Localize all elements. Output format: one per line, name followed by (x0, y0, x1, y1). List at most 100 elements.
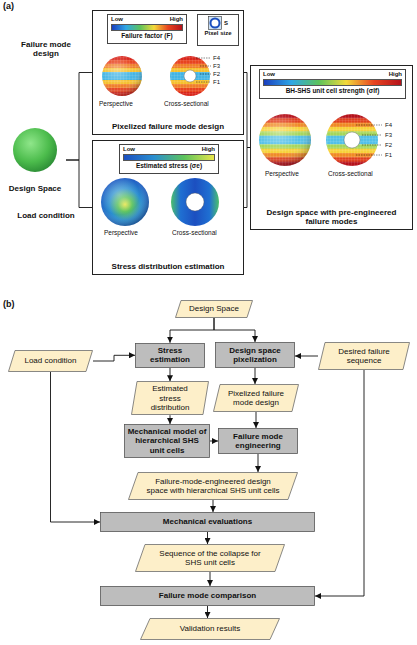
engineered-section (326, 114, 378, 166)
node-text: Estimated stress (σe) (123, 162, 215, 169)
colorbar (263, 79, 402, 86)
text-wrap: Stress distribution estimation (96, 262, 240, 271)
text-wrap: Pixelized failure mode design (213, 389, 299, 407)
connector (170, 318, 214, 343)
legend-row: Low High (263, 71, 402, 78)
parallelogram-fill (136, 545, 285, 572)
panel-box: Stress distribution estimationLowHighEst… (92, 140, 244, 275)
pixel-grid (326, 114, 378, 166)
connector (258, 454, 259, 472)
data-parallelogram: Design Space (175, 300, 253, 318)
pixelized-sphere (102, 56, 142, 96)
connector (255, 368, 256, 384)
process-box: Design space pixelization (215, 342, 295, 368)
edge-label: Load condition (16, 211, 76, 220)
node-text: High (170, 16, 183, 23)
section-core (186, 193, 204, 211)
connector (315, 370, 364, 596)
panel-letter: (a) (3, 2, 14, 12)
connector (66, 160, 92, 208)
figure-label: Cross-sectional (328, 170, 373, 177)
box-fill (101, 513, 315, 532)
panel-letter: (b) (3, 300, 15, 310)
text-wrap: Pixelized failure mode design (96, 122, 240, 131)
figure-label: F3 (213, 63, 220, 70)
node-text: High (202, 146, 215, 153)
data-parallelogram: Validation results (140, 618, 280, 640)
process-box: Mechanical model of hierarchical SHS uni… (124, 424, 210, 458)
connector (210, 572, 211, 586)
connector (207, 606, 208, 618)
data-parallelogram: Sequence of the collapse for SHS unit ce… (135, 544, 285, 572)
node-text: Design Space (4, 184, 66, 193)
node-text: Failure mode comparison (103, 591, 312, 600)
data-parallelogram: Estimated stress distribution (131, 381, 209, 415)
data-parallelogram: Pixelized failure mode design (213, 384, 299, 412)
connector (170, 415, 171, 424)
parallelogram-fill (214, 385, 299, 412)
pixelized-section (170, 56, 210, 96)
connector (93, 355, 135, 361)
pixel-grid (170, 56, 210, 96)
pixel-square (208, 17, 221, 30)
node-text: Validation results (155, 624, 265, 633)
connector (210, 441, 218, 442)
connector (170, 368, 171, 381)
colorbar-legend: LowHighEstimated stress (σe) (119, 144, 219, 174)
section-core (344, 132, 360, 148)
sphere-shade (101, 178, 149, 226)
figure-label: F2 (385, 142, 392, 149)
node-text: Pixelized failure mode design (96, 122, 240, 131)
node-text: Stress distribution estimation (96, 262, 240, 271)
node-text: Failure mode engineering (221, 432, 295, 450)
box-fill (219, 429, 298, 454)
node-text: Sequence of the collapse for SHS unit ce… (151, 549, 269, 567)
connector (66, 73, 92, 161)
sphere-shade (259, 114, 311, 166)
parallelogram-fill (9, 351, 93, 372)
box-fill (125, 425, 210, 458)
pixel-icon (208, 16, 222, 30)
text-wrap: Mechanical model of hierarchical SHS uni… (124, 427, 210, 455)
connector (214, 318, 255, 342)
figure-label: Cross-sectional (164, 100, 209, 107)
edge-label: Failure mode design (18, 40, 74, 58)
connector (51, 372, 101, 522)
node-text: BH-SHS unit cell strength (σlf) (263, 87, 402, 94)
design-space: Design Space (4, 125, 66, 195)
text-wrap: Failure-mode-engineered design space wit… (128, 477, 298, 495)
colorbar (111, 24, 183, 31)
node-text: Failure-mode-engineered design space wit… (146, 477, 280, 495)
text-wrap: Desired failure sequence (318, 347, 410, 365)
figure-label: Perspective (265, 170, 299, 177)
panel-box: Pixelized failure mode design LowHighFail… (92, 10, 244, 135)
stress-section (171, 178, 219, 226)
node-text: Design space pixelization (218, 346, 292, 364)
process-box: Failure mode engineering (218, 428, 298, 454)
node-text: Low (263, 71, 275, 78)
data-parallelogram: Desired failure sequence (318, 342, 410, 370)
colorbar-legend: LowHighFailure factor (F) (107, 14, 187, 44)
figure-label: F2 (213, 71, 220, 78)
node-text: Design space with pre-engineered failure… (254, 208, 409, 226)
connector (295, 356, 318, 357)
pixel-cell (210, 19, 219, 28)
text-wrap: Design Space (175, 304, 253, 313)
parallelogram-fill (129, 473, 298, 500)
figure-label: Perspective (104, 229, 138, 236)
box-fill (216, 343, 295, 368)
process-box: Failure mode comparison (100, 586, 315, 606)
connector (213, 500, 214, 512)
box-fill (101, 587, 315, 606)
node-text: Mechanical evaluations (103, 517, 312, 526)
node-text: Design Space (185, 304, 243, 313)
figure-label: F4 (213, 55, 220, 62)
text-wrap: Design space pixelization (215, 346, 295, 364)
legend-row: LowHigh (111, 16, 183, 23)
connector (207, 532, 208, 544)
text-wrap: Mechanical evaluations (100, 517, 315, 526)
text-wrap: Design space with pre-engineered failure… (254, 208, 409, 226)
node-text: Mechanical model of hierarchical SHS uni… (127, 427, 207, 455)
pixel-size-key: SPixel size (197, 14, 239, 46)
node-text: High (389, 71, 402, 78)
